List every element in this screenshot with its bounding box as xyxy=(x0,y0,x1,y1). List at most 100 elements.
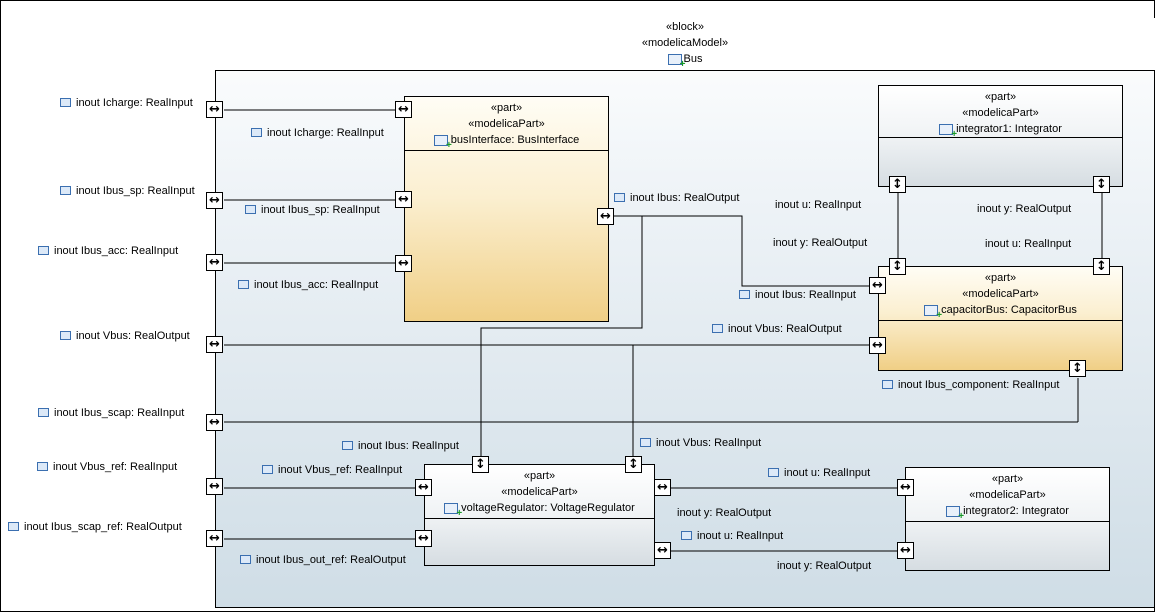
i1-port-y[interactable]: ↕ xyxy=(1093,176,1110,193)
label-vr-u: inout u: RealInput xyxy=(768,466,870,480)
i1-port-u[interactable]: ↕ xyxy=(889,176,906,193)
label-bi-ibus-acc: inout Ibus_acc: RealInput xyxy=(238,278,378,292)
label-i2-u: inout u: RealInput xyxy=(681,529,783,543)
port-icharge[interactable]: ↔ xyxy=(206,101,223,118)
label-ibus-sp: inout Ibus_sp: RealInput xyxy=(60,184,195,198)
port-icon xyxy=(38,407,49,417)
port-icon xyxy=(8,521,19,531)
part-integrator2[interactable]: «part» «modelicaPart» integrator2: Integ… xyxy=(905,467,1110,571)
port-icon xyxy=(60,330,71,340)
port-icon xyxy=(60,185,71,195)
cb-port-ibus[interactable]: ↔ xyxy=(869,277,886,294)
port-icon xyxy=(37,461,48,471)
part-name: voltageRegulator: VoltageRegulator xyxy=(425,502,654,519)
part-bus-interface[interactable]: «part» «modelicaPart» busInterface: BusI… xyxy=(404,96,609,322)
port-icon xyxy=(245,204,256,214)
part-divider xyxy=(906,521,1109,522)
label-vr-ibus: inout Ibus: RealInput xyxy=(342,439,459,453)
part-stereotype: «part» xyxy=(523,470,556,482)
port-icon xyxy=(768,467,779,477)
part-divider xyxy=(425,518,654,519)
label-ibus-scap-ref: inout Ibus_scap_ref: RealOutput xyxy=(8,520,182,534)
part-stereotype: «part» xyxy=(984,91,1017,103)
label-i2-y: inout y: RealOutput xyxy=(777,560,872,572)
vr-port-u[interactable]: ↔ xyxy=(654,479,671,496)
port-vbus[interactable]: ↔ xyxy=(206,336,223,353)
cb-port-y[interactable]: ↕ xyxy=(889,258,906,275)
part-divider xyxy=(879,137,1122,138)
part-icon xyxy=(939,123,957,140)
port-icon xyxy=(238,279,249,289)
label-cb-vbus: inout Vbus: RealOutput xyxy=(712,322,842,336)
label-cb-u: inout u: RealInput xyxy=(985,238,1072,250)
port-icon xyxy=(38,245,49,255)
part-capacitor-bus[interactable]: «part» «modelicaPart» capacitorBus: Capa… xyxy=(878,266,1123,371)
part-divider xyxy=(405,150,608,151)
bi-port-icharge[interactable]: ↔ xyxy=(395,101,412,118)
part-name: busInterface: BusInterface xyxy=(405,134,608,151)
label-vr-y: inout y: RealOutput xyxy=(677,507,772,519)
label-vr-vbus-ref: inout Vbus_ref: RealInput xyxy=(262,463,402,477)
label-ibus-scap: inout Ibus_scap: RealInput xyxy=(38,406,184,420)
part-name: integrator1: Integrator xyxy=(879,123,1122,140)
part-divider xyxy=(879,320,1122,321)
part-stereotype: «part» xyxy=(984,272,1017,284)
label-bi-icharge: inout Icharge: RealInput xyxy=(251,126,384,140)
i2-port-y[interactable]: ↔ xyxy=(897,542,914,559)
label-cb-ibus-component: inout Ibus_component: RealInput xyxy=(882,378,1059,392)
port-icon xyxy=(614,192,625,202)
part-stereotype: «part» xyxy=(490,102,523,114)
port-icon xyxy=(262,464,273,474)
label-vbus: inout Vbus: RealOutput xyxy=(60,329,190,343)
cb-port-ibus-component[interactable]: ↕ xyxy=(1069,360,1086,377)
part-name: integrator2: Integrator xyxy=(906,505,1109,522)
bi-port-ibus-acc[interactable]: ↔ xyxy=(395,255,412,272)
vr-port-ibus[interactable]: ↕ xyxy=(472,456,489,473)
vr-port-vbus[interactable]: ↕ xyxy=(625,456,642,473)
label-vbus-ref: inout Vbus_ref: RealInput xyxy=(37,460,177,474)
vr-port-y[interactable]: ↔ xyxy=(654,542,671,559)
block-name: Bus xyxy=(215,53,1155,70)
port-ibus-scap-ref[interactable]: ↔ xyxy=(206,530,223,547)
bi-port-ibus[interactable]: ↔ xyxy=(597,208,614,225)
port-icon xyxy=(739,289,750,299)
part-icon xyxy=(433,134,452,151)
port-icon xyxy=(640,437,651,447)
port-ibus-sp[interactable]: ↔ xyxy=(206,192,223,209)
port-vbus-ref[interactable]: ↔ xyxy=(206,478,223,495)
bi-port-ibus-sp[interactable]: ↔ xyxy=(395,191,412,208)
modelica-part-stereotype: «modelicaPart» xyxy=(501,486,578,498)
block-icon xyxy=(667,53,686,70)
port-icon xyxy=(60,97,71,107)
vr-port-vbus-ref[interactable]: ↔ xyxy=(415,479,432,496)
bus-block-header: «block» «modelicaModel» Bus xyxy=(215,18,1155,71)
cb-port-u[interactable]: ↕ xyxy=(1093,258,1110,275)
modelica-model-stereotype: «modelicaModel» xyxy=(641,37,729,49)
port-ibus-scap[interactable]: ↔ xyxy=(206,414,223,431)
label-i1-u: inout u: RealInput xyxy=(775,199,862,211)
port-icon xyxy=(681,530,692,540)
part-voltage-regulator[interactable]: «part» «modelicaPart» voltageRegulator: … xyxy=(424,464,655,566)
part-icon xyxy=(946,505,964,522)
label-cb-ibus: inout Ibus: RealInput xyxy=(739,288,856,302)
port-icon xyxy=(882,379,893,389)
block-stereotype: «block» xyxy=(666,21,704,33)
port-icon xyxy=(342,440,353,450)
part-name: capacitorBus: CapacitorBus xyxy=(879,304,1122,321)
vr-port-ibus-out-ref[interactable]: ↔ xyxy=(415,530,432,547)
part-integrator1[interactable]: «part» «modelicaPart» integrator1: Integ… xyxy=(878,85,1123,187)
label-vr-ibus-out-ref: inout Ibus_out_ref: RealOutput xyxy=(240,553,406,567)
modelica-part-stereotype: «modelicaPart» xyxy=(962,107,1039,119)
port-icon xyxy=(712,323,723,333)
label-bi-ibus: inout Ibus: RealOutput xyxy=(614,191,739,205)
part-icon xyxy=(444,502,462,519)
modelica-part-stereotype: «modelicaPart» xyxy=(468,118,545,130)
modelica-part-stereotype: «modelicaPart» xyxy=(969,489,1046,501)
port-icon xyxy=(240,554,251,564)
label-vr-vbus: inout Vbus: RealInput xyxy=(640,436,761,450)
part-stereotype: «part» xyxy=(991,473,1024,485)
port-ibus-acc[interactable]: ↔ xyxy=(206,254,223,271)
cb-port-vbus[interactable]: ↔ xyxy=(869,337,886,354)
i2-port-u[interactable]: ↔ xyxy=(897,479,914,496)
